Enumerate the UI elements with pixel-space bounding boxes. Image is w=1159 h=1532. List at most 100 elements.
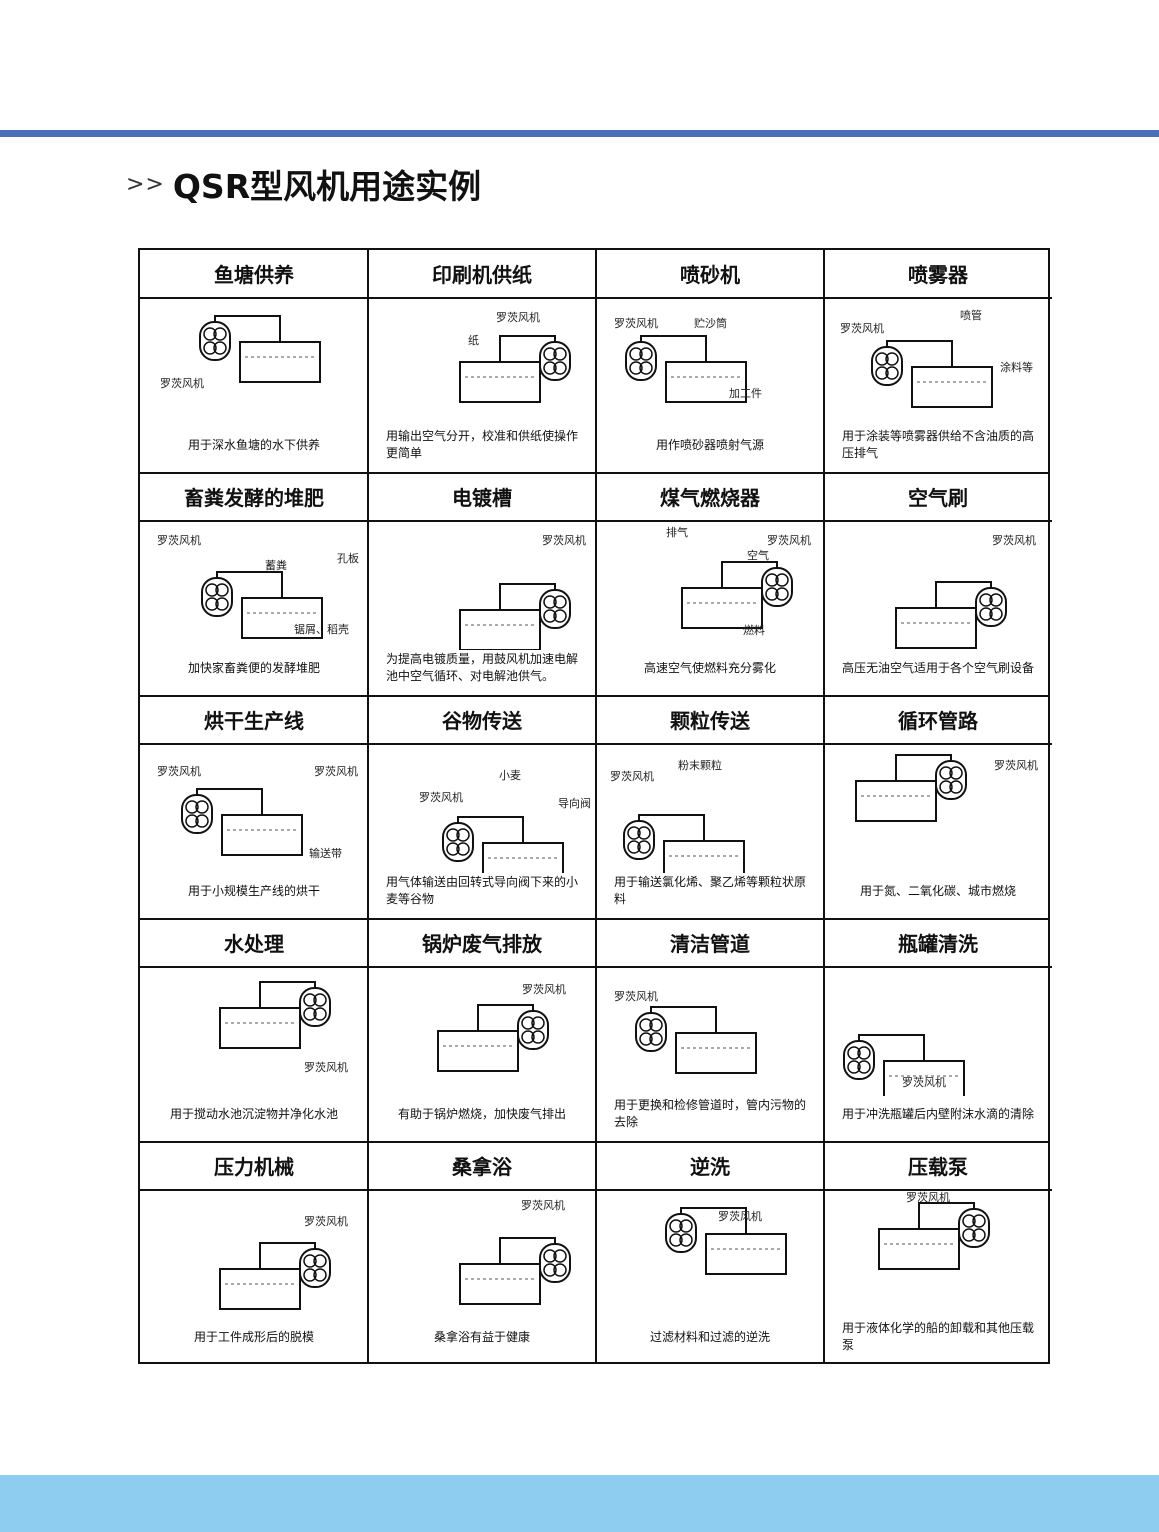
roots-blower-icon xyxy=(635,1012,667,1052)
diagram-label: 罗茨风机 xyxy=(304,1061,348,1074)
diagram-label: 罗茨风机 xyxy=(614,317,658,330)
example-caption: 高速空气使燃料充分雾化 xyxy=(596,650,824,686)
diagram-label: 喷管 xyxy=(960,309,982,322)
example-diagram-area: 罗茨风机用于氮、二氧化碳、城市燃烧 xyxy=(824,743,1052,919)
example-diagram-area: 罗茨风机纸用输出空气分开，校准和供纸使操作更简单 xyxy=(368,297,596,473)
schematic-diagram xyxy=(871,340,993,408)
example-caption: 用于工件成形后的脱模 xyxy=(140,1319,368,1355)
example-diagram-area: 罗茨风机粉末颗粒用于输送氯化烯、聚乙烯等颗粒状原料 xyxy=(596,743,824,919)
diagram-label: 罗茨风机 xyxy=(767,534,811,547)
example-cell: 喷砂机 罗茨风机贮沙筒加工件用作喷砂器喷射气源 xyxy=(596,250,824,473)
air-pipe xyxy=(499,335,556,362)
example-title: 压载泵 xyxy=(824,1142,1052,1191)
caption-text: 用于搅动水池沉淀物并净化水池 xyxy=(169,1106,338,1121)
example-title: 电镀槽 xyxy=(368,473,596,522)
caption-text: 用于涂装等喷雾器供给不含油质的高压排气 xyxy=(842,429,1035,460)
title-text: QSR型风机用途实例 xyxy=(172,167,482,206)
schematic-diagram xyxy=(623,814,745,873)
example-diagram-area: 罗茨风机有助于锅炉燃烧，加快废气排出 xyxy=(368,966,596,1142)
example-caption: 为提高电镀质量，用鼓风机加速电解池中空气循环、对电解池供气。 xyxy=(368,650,596,686)
diagram-label: 排气 xyxy=(666,526,688,539)
diagram-label: 加工件 xyxy=(729,387,762,400)
diagram-label: 罗茨风机 xyxy=(840,322,884,335)
equipment-shape xyxy=(911,366,993,408)
diagram-label: 罗茨风机 xyxy=(160,377,204,390)
diagram-label: 粉末颗粒 xyxy=(678,759,722,772)
roots-blower-icon xyxy=(181,794,213,834)
example-diagram-area: 罗茨风机用于深水鱼塘的水下供养 xyxy=(140,297,368,473)
example-diagram-area: 罗茨风机用于更换和检修管道时，管内污物的去除 xyxy=(596,966,824,1142)
example-diagram-area: 罗茨风机罗茨风机输送带用于小规模生产线的烘干 xyxy=(140,743,368,919)
example-caption: 加快家畜粪便的发酵堆肥 xyxy=(140,650,368,686)
air-pipe xyxy=(477,1004,534,1031)
example-title: 谷物传送 xyxy=(368,696,596,745)
caption-text: 高压无油空气适用于各个空气刷设备 xyxy=(842,660,1035,675)
caption-text: 高速空气使燃料充分雾化 xyxy=(643,660,776,675)
example-diagram-area: 罗茨风机蓄粪孔板锯屑、稻壳加快家畜粪便的发酵堆肥 xyxy=(140,520,368,696)
application-examples-table: 鱼塘供养 罗茨风机用于深水鱼塘的水下供养印刷机供纸 罗茨风机纸用输出空气分开，校… xyxy=(138,248,1052,1365)
equipment-shape xyxy=(459,609,541,650)
example-diagram-area: 罗茨风机用于工件成形后的脱模 xyxy=(140,1189,368,1365)
example-diagram-area: 罗茨风机为提高电镀质量，用鼓风机加速电解池中空气循环、对电解池供气。 xyxy=(368,520,596,696)
equipment-shape xyxy=(219,1268,301,1310)
column-divider xyxy=(367,250,369,1362)
example-caption: 用于液体化学的船的卸载和其他压载泵 xyxy=(824,1319,1052,1355)
example-cell: 压力机械 罗茨风机用于工件成形后的脱模 xyxy=(140,1142,368,1365)
example-caption: 用于输送氯化烯、聚乙烯等颗粒状原料 xyxy=(596,873,824,909)
air-pipe xyxy=(721,561,778,588)
schematic-diagram xyxy=(459,1237,571,1305)
title-arrows: >> xyxy=(126,171,165,197)
caption-text: 用于工件成形后的脱模 xyxy=(193,1329,314,1344)
roots-blower-icon xyxy=(843,1040,875,1080)
example-title: 水处理 xyxy=(140,919,368,968)
diagram-label: 空气 xyxy=(747,549,769,562)
diagram-label: 罗茨风机 xyxy=(718,1210,762,1223)
roots-blower-icon xyxy=(539,1243,571,1283)
diagram-label: 输送带 xyxy=(309,847,342,860)
example-diagram-area: 罗茨风机小麦导向阀用气体输送由回转式导向阀下来的小麦等谷物 xyxy=(368,743,596,919)
example-diagram-area: 罗茨风机过滤材料和过滤的逆洗 xyxy=(596,1189,824,1365)
equipment-shape xyxy=(437,1030,519,1072)
schematic-diagram xyxy=(181,788,303,856)
schematic-diagram xyxy=(625,335,747,403)
schematic-diagram xyxy=(459,583,571,650)
equipment-shape xyxy=(241,597,323,639)
equipment-shape xyxy=(675,1032,757,1074)
example-caption: 用于冲洗瓶罐后内壁附沫水滴的清除 xyxy=(824,1096,1052,1132)
schematic-diagram xyxy=(199,315,321,383)
schematic-diagram xyxy=(442,816,564,873)
example-cell: 空气刷 罗茨风机高压无油空气适用于各个空气刷设备 xyxy=(824,473,1052,696)
diagram-label: 贮沙筒 xyxy=(694,317,727,330)
row-divider xyxy=(140,695,1048,697)
example-title: 喷雾器 xyxy=(824,250,1052,299)
caption-text: 用于冲洗瓶罐后内壁附沫水滴的清除 xyxy=(842,1106,1035,1121)
top-accent-bar xyxy=(0,130,1159,137)
diagram-label: 罗茨风机 xyxy=(542,534,586,547)
air-pipe xyxy=(259,981,316,1008)
diagram-label: 罗茨风机 xyxy=(906,1191,950,1204)
caption-text: 桑拿浴有益于健康 xyxy=(433,1329,530,1344)
air-pipe xyxy=(499,1237,556,1264)
example-caption: 用于更换和检修管道时，管内污物的去除 xyxy=(596,1096,824,1132)
example-cell: 水处理 罗茨风机用于搅动水池沉淀物并净化水池 xyxy=(140,919,368,1142)
air-pipe xyxy=(638,814,705,841)
example-cell: 喷雾器 罗茨风机喷管涂料等用于涂装等喷雾器供给不含油质的高压排气 xyxy=(824,250,1052,473)
example-caption: 用于深水鱼塘的水下供养 xyxy=(140,427,368,463)
example-diagram-area: 罗茨风机贮沙筒加工件用作喷砂器喷射气源 xyxy=(596,297,824,473)
example-title: 畜粪发酵的堆肥 xyxy=(140,473,368,522)
diagram-label: 纸 xyxy=(468,334,479,347)
example-title: 锅炉废气排放 xyxy=(368,919,596,968)
diagram-label: 罗茨风机 xyxy=(522,983,566,996)
air-pipe xyxy=(858,1034,925,1061)
example-cell: 谷物传送 罗茨风机小麦导向阀用气体输送由回转式导向阀下来的小麦等谷物 xyxy=(368,696,596,919)
caption-text: 有助于锅炉燃烧，加快废气排出 xyxy=(397,1106,566,1121)
row-divider xyxy=(140,472,1048,474)
roots-blower-icon xyxy=(442,822,474,862)
air-pipe xyxy=(259,1242,316,1269)
example-cell: 循环管路 罗茨风机用于氮、二氧化碳、城市燃烧 xyxy=(824,696,1052,919)
roots-blower-icon xyxy=(935,760,967,800)
schematic-diagram xyxy=(665,1207,787,1275)
diagram-label: 蓄粪 xyxy=(265,559,287,572)
example-cell: 瓶罐清洗 罗茨风机用于冲洗瓶罐后内壁附沫水滴的清除 xyxy=(824,919,1052,1142)
example-caption: 用于涂装等喷雾器供给不含油质的高压排气 xyxy=(824,427,1052,463)
